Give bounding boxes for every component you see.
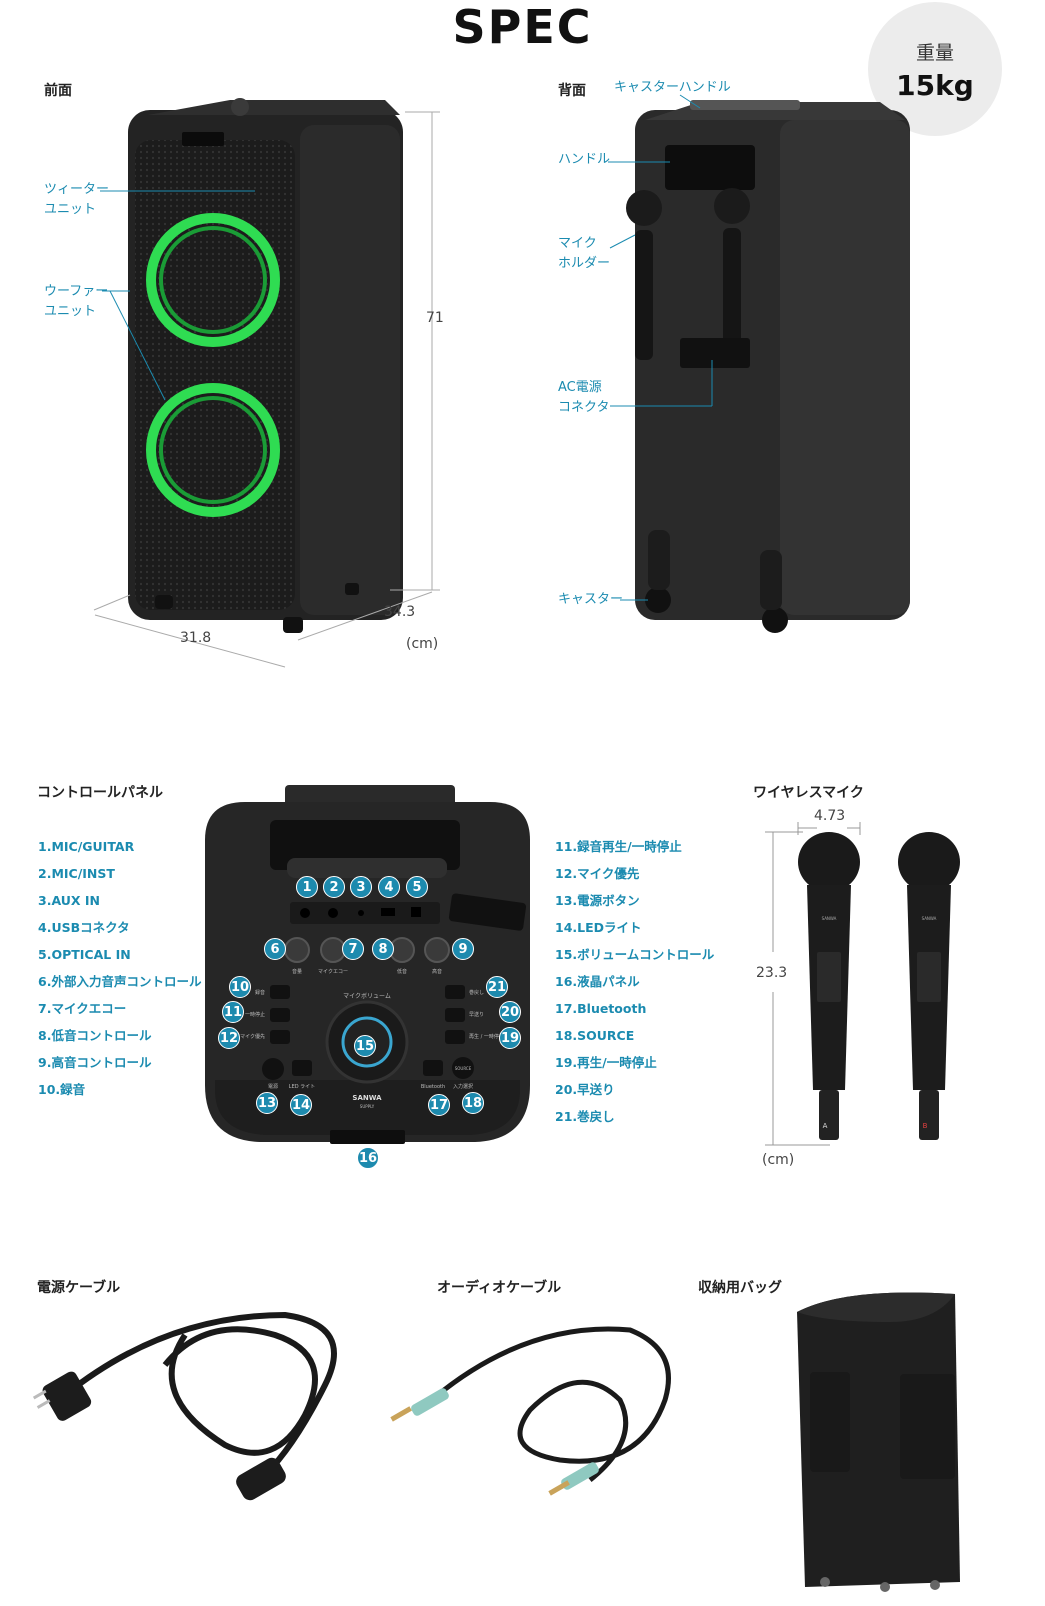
control-item: 12.マイク優先	[555, 866, 640, 881]
control-item: 3.AUX IN	[38, 893, 100, 908]
control-item: 4.USBコネクタ	[38, 920, 130, 935]
control-list-left: 1.MIC/GUITAR 2.MIC/INST 3.AUX IN 4.USBコネ…	[38, 833, 201, 1103]
panel-badge: 15	[354, 1035, 376, 1057]
front-label: 前面	[44, 83, 72, 99]
rec-play-label: 録音再生 一時停止	[223, 1011, 265, 1018]
rec-label: 録音	[255, 989, 265, 996]
power-label: 電源	[268, 1083, 278, 1090]
mic-a-label: A	[823, 1122, 828, 1130]
handle-callout: ハンドル	[558, 152, 611, 167]
panel-badge: 18	[462, 1092, 484, 1114]
bag-label: 収納用バッグ	[698, 1280, 782, 1296]
front-height-dim: 71	[426, 310, 444, 326]
knob7-label: マイクエコー	[318, 969, 348, 975]
panel-badge: 11	[222, 1001, 244, 1023]
panel-badge: 14	[290, 1094, 312, 1116]
control-item: 15.ボリュームコントロール	[555, 947, 715, 962]
control-item: 9.高音コントロール	[38, 1055, 152, 1070]
control-item: 8.低音コントロール	[38, 1028, 152, 1043]
wireless-mic-label: ワイヤレスマイク	[753, 785, 864, 801]
control-item: 14.LEDライト	[555, 920, 642, 935]
ac-connector-callout: AC電源 コネクタ	[558, 380, 610, 415]
play-label: 再生 / 一時停止	[469, 1033, 504, 1040]
control-panel-label: コントロールパネル	[37, 785, 163, 801]
control-item: 7.マイクエコー	[38, 1001, 127, 1016]
mic-length-dim: 23.3	[756, 965, 788, 981]
panel-badge: 7	[342, 938, 364, 960]
bag-image	[797, 1292, 960, 1592]
control-item: 16.液晶パネル	[555, 974, 640, 989]
mic-diameter-dim: 4.73	[814, 808, 846, 824]
control-item: 21.巻戻し	[555, 1109, 615, 1124]
mic-unit: (cm)	[762, 1152, 795, 1168]
front-unit: (cm)	[406, 636, 439, 652]
power-cable-image	[32, 1311, 337, 1501]
control-item: 13.電源ボタン	[555, 893, 640, 908]
control-item: 17.Bluetooth	[555, 1001, 647, 1016]
page-title: SPEC	[452, 0, 593, 54]
panel-badge: 1	[296, 876, 318, 898]
control-item: 20.早送り	[555, 1082, 615, 1097]
control-item: 10.録音	[38, 1082, 86, 1097]
woofer-callout: ウーファー ユニット	[44, 284, 109, 319]
weight-value: 15kg	[896, 69, 974, 102]
control-list-right: 11.録音再生/一時停止 12.マイク優先 13.電源ボタン 14.LEDライト…	[555, 833, 714, 1130]
panel-badge: 13	[256, 1092, 278, 1114]
led-label: LED ライト	[289, 1084, 315, 1090]
control-item: 5.OPTICAL IN	[38, 947, 131, 962]
panel-badge: 5	[406, 876, 428, 898]
power-cable-label: 電源ケーブル	[37, 1280, 121, 1296]
control-item: 1.MIC/GUITAR	[38, 839, 135, 854]
source-label: 入力選択	[453, 1083, 473, 1090]
back-speaker-image	[608, 94, 910, 633]
front-depth-dim: 34.3	[384, 604, 416, 620]
bluetooth-label: Bluetooth	[421, 1084, 445, 1090]
front-width-dim: 31.8	[180, 630, 212, 646]
mic-b-label: B	[923, 1122, 928, 1130]
wireless-mic-image: SANWA SANWA A B	[765, 822, 960, 1146]
mic-b-brand: SANWA	[922, 916, 937, 921]
knob8-label: 低音	[397, 968, 407, 975]
front-speaker-image	[93, 98, 440, 668]
panel-badge: 20	[499, 1001, 521, 1023]
audio-cable-image	[390, 1326, 671, 1496]
control-item: 6.外部入力音声コントロール	[38, 974, 202, 989]
panel-badge: 4	[378, 876, 400, 898]
panel-badge: 17	[428, 1094, 450, 1116]
panel-badge: 3	[350, 876, 372, 898]
control-item: 11.録音再生/一時停止	[555, 839, 682, 854]
brand-logo: SANWA	[352, 1094, 382, 1102]
knob9-label: 高音	[432, 968, 442, 975]
mic-volume-label: マイクボリューム	[343, 992, 391, 1000]
panel-badge: 21	[486, 976, 508, 998]
control-item: 18.SOURCE	[555, 1028, 635, 1043]
tweeter-callout: ツィーター ユニット	[44, 182, 110, 217]
panel-badge: 10	[229, 976, 251, 998]
panel-badge: 9	[452, 938, 474, 960]
back-label: 背面	[558, 83, 586, 99]
panel-badge: 2	[323, 876, 345, 898]
control-panel-image: 音量 マイクエコー 低音 高音 マイクボリューム 録音 録音再生 一時停止 マイ…	[205, 785, 530, 1144]
mic-priority-label: マイク優先	[240, 1033, 265, 1040]
control-item: 2.MIC/INST	[38, 866, 115, 881]
ffwd-label: 早送り	[469, 1011, 484, 1018]
panel-badge: 8	[372, 938, 394, 960]
mic-a-brand: SANWA	[822, 916, 837, 921]
audio-cable-label: オーディオケーブル	[437, 1280, 562, 1296]
source-button-label: SOURCE	[455, 1066, 472, 1071]
caster-callout: キャスター	[558, 592, 624, 607]
panel-badge: 16	[357, 1147, 379, 1169]
knob6-label: 音量	[292, 968, 302, 975]
brand-sub: SUPPLY	[360, 1104, 375, 1109]
control-item: 19.再生/一時停止	[555, 1055, 657, 1070]
panel-badge: 6	[264, 938, 286, 960]
mic-holder-callout: マイク ホルダー	[558, 236, 611, 271]
weight-label: 重量	[915, 42, 954, 64]
panel-badge: 12	[218, 1027, 240, 1049]
panel-badge: 19	[499, 1027, 521, 1049]
rewind-label: 巻戻し	[469, 989, 484, 996]
caster-handle-callout: キャスターハンドル	[614, 80, 731, 95]
